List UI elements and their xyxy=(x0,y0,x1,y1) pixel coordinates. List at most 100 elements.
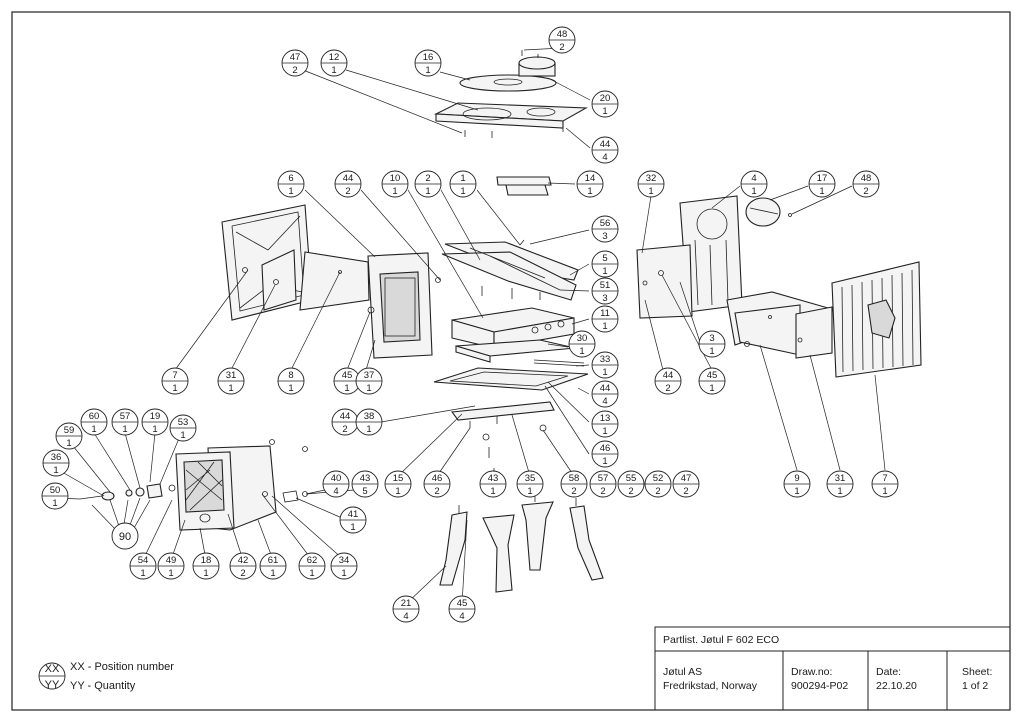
title-block-title: Partlist. Jøtul F 602 ECO xyxy=(663,634,779,646)
part-rear-assembly xyxy=(636,195,792,319)
position-number: 43 xyxy=(360,473,371,484)
position-balloon: 201 xyxy=(591,90,619,118)
position-balloon: 442 xyxy=(331,408,359,436)
position-balloon: 161 xyxy=(414,49,442,77)
part-right-side-panel xyxy=(726,291,837,359)
title-block-drawno-label: Draw.no: xyxy=(791,666,832,678)
position-number: 6 xyxy=(288,173,293,184)
position-number: 44 xyxy=(600,383,611,394)
position-number: 50 xyxy=(50,485,61,496)
part-inner-side-plate xyxy=(299,251,370,311)
position-number: 45 xyxy=(457,598,468,609)
position-balloon: 454 xyxy=(448,595,476,623)
title-block xyxy=(654,626,1011,711)
quantity: 4 xyxy=(403,611,408,622)
position-balloon: 572 xyxy=(589,470,617,498)
position-number: 38 xyxy=(364,411,375,422)
quantity: 2 xyxy=(600,486,605,497)
position-number: 35 xyxy=(525,473,536,484)
quantity: 1 xyxy=(882,486,887,497)
assembly-group-label: 90 xyxy=(119,531,131,543)
quantity: 4 xyxy=(602,396,607,407)
position-number: 43 xyxy=(488,473,499,484)
position-number: 40 xyxy=(331,473,342,484)
position-balloon: 522 xyxy=(644,470,672,498)
position-balloon: 11 xyxy=(449,170,477,198)
position-number: 3 xyxy=(709,333,714,344)
position-balloon: 591 xyxy=(55,422,83,450)
quantity: 1 xyxy=(602,106,607,117)
position-number: 60 xyxy=(89,411,100,422)
position-balloon: 611 xyxy=(259,552,287,580)
position-balloon: 331 xyxy=(591,351,619,379)
part-top-plate xyxy=(433,102,588,138)
quantity: 1 xyxy=(122,424,127,435)
part-door-handle-kit xyxy=(79,483,163,501)
part-left-side-panel xyxy=(221,204,313,321)
quantity: 1 xyxy=(366,383,371,394)
quantity: 2 xyxy=(628,486,633,497)
position-balloon: 451 xyxy=(333,367,361,395)
part-door-assembly xyxy=(168,439,308,531)
part-top-lid xyxy=(459,50,557,92)
position-number: 48 xyxy=(861,173,872,184)
position-balloon: 191 xyxy=(141,408,169,436)
position-number: 31 xyxy=(226,370,237,381)
quantity: 1 xyxy=(490,486,495,497)
drawing-frame xyxy=(11,11,1011,711)
quantity: 1 xyxy=(270,568,275,579)
position-balloon: 501 xyxy=(41,482,69,510)
position-balloon: 431 xyxy=(479,470,507,498)
legend-symbol-top: XX xyxy=(45,663,60,675)
position-balloon: 531 xyxy=(169,414,197,442)
position-balloon: 582 xyxy=(560,470,588,498)
position-balloon: 111 xyxy=(591,305,619,333)
position-balloon: 131 xyxy=(591,410,619,438)
quantity: 4 xyxy=(602,152,607,163)
position-number: 7 xyxy=(882,473,887,484)
position-number: 55 xyxy=(626,473,637,484)
quantity: 1 xyxy=(709,383,714,394)
position-number: 53 xyxy=(178,417,189,428)
quantity: 1 xyxy=(602,266,607,277)
position-number: 59 xyxy=(64,425,75,436)
quantity: 1 xyxy=(288,383,293,394)
title-block-date-label: Date: xyxy=(876,666,901,678)
position-number: 45 xyxy=(342,370,353,381)
position-number: 58 xyxy=(569,473,580,484)
position-number: 32 xyxy=(646,173,657,184)
quantity: 1 xyxy=(425,65,430,76)
part-legs xyxy=(439,492,604,593)
quantity: 1 xyxy=(794,486,799,497)
position-number: 8 xyxy=(288,370,293,381)
position-number: 49 xyxy=(166,555,177,566)
position-balloon: 371 xyxy=(355,367,383,395)
quantity: 1 xyxy=(602,321,607,332)
position-number: 30 xyxy=(577,333,588,344)
position-balloon: 301 xyxy=(568,330,596,358)
quantity: 4 xyxy=(333,486,338,497)
position-balloon: 71 xyxy=(871,470,899,498)
quantity: 1 xyxy=(366,424,371,435)
position-number: 57 xyxy=(598,473,609,484)
position-balloon: 321 xyxy=(637,170,665,198)
quantity: 2 xyxy=(655,486,660,497)
quantity: 1 xyxy=(819,186,824,197)
position-number: 57 xyxy=(120,411,131,422)
position-balloon: 435 xyxy=(351,470,379,498)
position-balloon: 442 xyxy=(334,170,362,198)
legend-position-text: XX - Position number xyxy=(70,661,174,673)
quantity: 3 xyxy=(602,231,607,242)
quantity: 2 xyxy=(665,383,670,394)
position-balloon: 571 xyxy=(111,408,139,436)
position-balloon: 311 xyxy=(826,470,854,498)
quantity: 5 xyxy=(362,486,367,497)
position-number: 46 xyxy=(600,443,611,454)
position-balloon: 341 xyxy=(330,552,358,580)
position-balloon: 444 xyxy=(591,136,619,164)
quantity: 1 xyxy=(180,430,185,441)
position-number: 44 xyxy=(340,411,351,422)
position-number: 34 xyxy=(339,555,350,566)
quantity: 2 xyxy=(683,486,688,497)
